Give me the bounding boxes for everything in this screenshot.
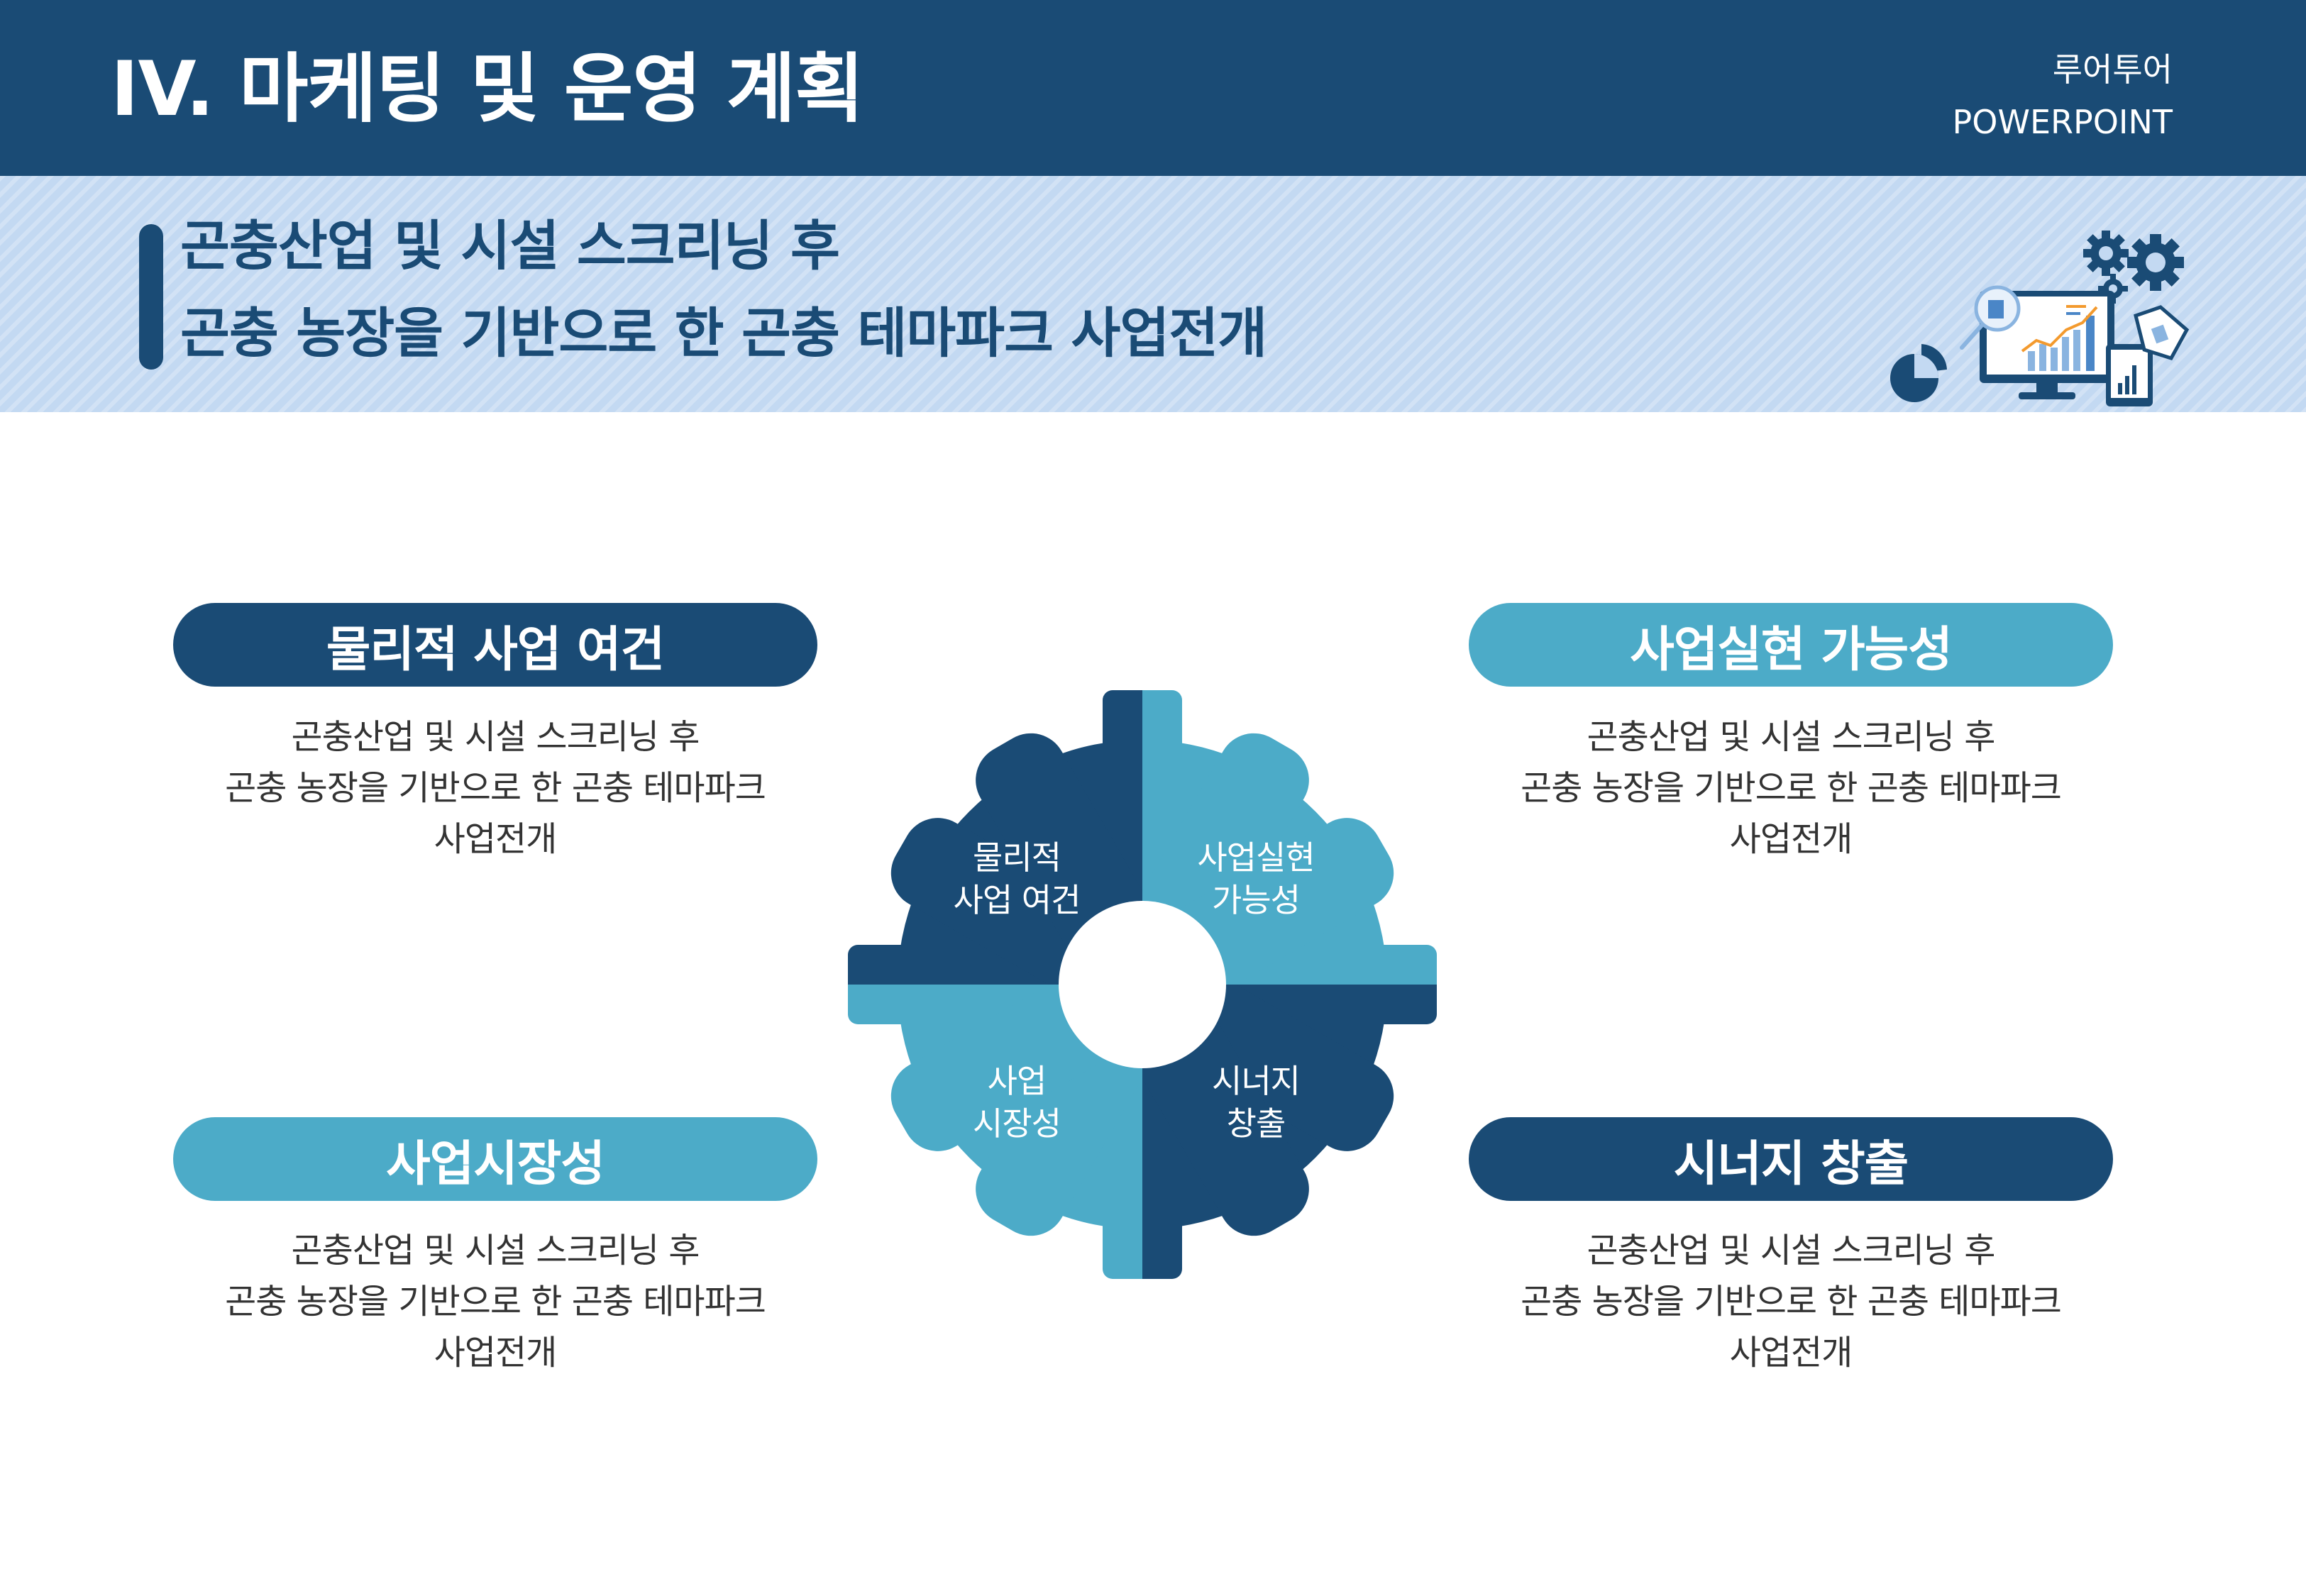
section-feasibility-desc: 곤충산업 및 시설 스크리닝 후 곤충 농장을 기반으로 한 곤충 테마파크 사… bbox=[1469, 711, 2113, 865]
gear-label-top-right: 사업실현 가능성 bbox=[1149, 836, 1362, 921]
desc-line: 곤충산업 및 시설 스크리닝 후 bbox=[1587, 1231, 1996, 1270]
section-marketability-desc: 곤충산업 및 시설 스크리닝 후 곤충 농장을 기반으로 한 곤충 테마파크 사… bbox=[173, 1225, 817, 1378]
section-synergy-title: 시너지 창출 bbox=[1469, 1117, 2113, 1201]
desc-line: 곤충 농장을 기반으로 한 곤충 테마파크 bbox=[225, 768, 766, 808]
central-gear-icon bbox=[848, 690, 1437, 1279]
gear-label-line: 가능성 bbox=[1212, 881, 1301, 919]
desc-line: 사업전개 bbox=[1729, 1333, 1853, 1373]
desc-line: 곤충산업 및 시설 스크리닝 후 bbox=[291, 1231, 700, 1270]
gear-label-line: 창출 bbox=[1226, 1104, 1286, 1143]
header-bar: IV. 마케팅 및 운영 계획 루어투어 POWERPOINT bbox=[0, 0, 2306, 176]
desc-line: 곤충 농장을 기반으로 한 곤충 테마파크 bbox=[1521, 1282, 2062, 1321]
subheading-line-2: 곤충 농장을 기반으로 한 곤충 테마파크 사업전개 bbox=[180, 301, 1267, 365]
gear-label-top-left: 물리적 사업 여건 bbox=[910, 836, 1123, 921]
gear-label-line: 사업 여건 bbox=[953, 881, 1081, 919]
document-icon bbox=[2134, 305, 2190, 361]
desc-line: 곤충 농장을 기반으로 한 곤충 테마파크 bbox=[225, 1282, 766, 1321]
section-physical-title: 물리적 사업 여건 bbox=[173, 603, 817, 687]
desc-line: 사업전개 bbox=[434, 1333, 558, 1373]
gear-icon bbox=[2083, 231, 2129, 276]
gear-label-line: 사업 bbox=[987, 1062, 1047, 1100]
section-physical-desc: 곤충산업 및 시설 스크리닝 후 곤충 농장을 기반으로 한 곤충 테마파크 사… bbox=[173, 711, 817, 865]
desc-line: 곤충산업 및 시설 스크리닝 후 bbox=[1587, 717, 1996, 757]
desc-line: 사업전개 bbox=[1729, 819, 1853, 859]
gear-label-line: 물리적 bbox=[973, 838, 1061, 877]
brand-subtitle: POWERPOINT bbox=[1952, 102, 2173, 141]
desc-line: 사업전개 bbox=[434, 819, 558, 859]
gear-label-bottom-left: 사업 시장성 bbox=[910, 1060, 1123, 1145]
section-synergy-desc: 곤충산업 및 시설 스크리닝 후 곤충 농장을 기반으로 한 곤충 테마파크 사… bbox=[1469, 1225, 2113, 1378]
section-marketability-title: 사업시장성 bbox=[173, 1117, 817, 1201]
subheading-line-1: 곤충산업 및 시설 스크리닝 후 bbox=[180, 214, 840, 277]
gear-label-line: 시장성 bbox=[973, 1104, 1061, 1143]
gear-center-hole bbox=[1059, 901, 1226, 1068]
subheading-band bbox=[0, 176, 2306, 412]
gear-icon bbox=[2127, 234, 2184, 291]
brand-name: 루어투어 bbox=[2052, 50, 2173, 89]
gear-label-line: 사업실현 bbox=[1197, 838, 1315, 877]
section-feasibility-title: 사업실현 가능성 bbox=[1469, 603, 2113, 687]
analytics-illustration bbox=[1890, 231, 2190, 406]
desc-line: 곤충산업 및 시설 스크리닝 후 bbox=[291, 717, 700, 757]
gear-label-bottom-right: 시너지 창출 bbox=[1149, 1060, 1362, 1145]
gear-label-line: 시너지 bbox=[1212, 1062, 1301, 1100]
magnifier-icon bbox=[1960, 285, 2021, 350]
brand-block: 루어투어 POWERPOINT bbox=[1953, 44, 2173, 148]
desc-line: 곤충 농장을 기반으로 한 곤충 테마파크 bbox=[1521, 768, 2062, 808]
tablet-icon bbox=[2106, 344, 2153, 406]
pie-chart-icon bbox=[1890, 344, 1947, 402]
page-title: IV. 마케팅 및 운영 계획 bbox=[111, 45, 864, 133]
subheading-accent-bar bbox=[139, 224, 163, 370]
